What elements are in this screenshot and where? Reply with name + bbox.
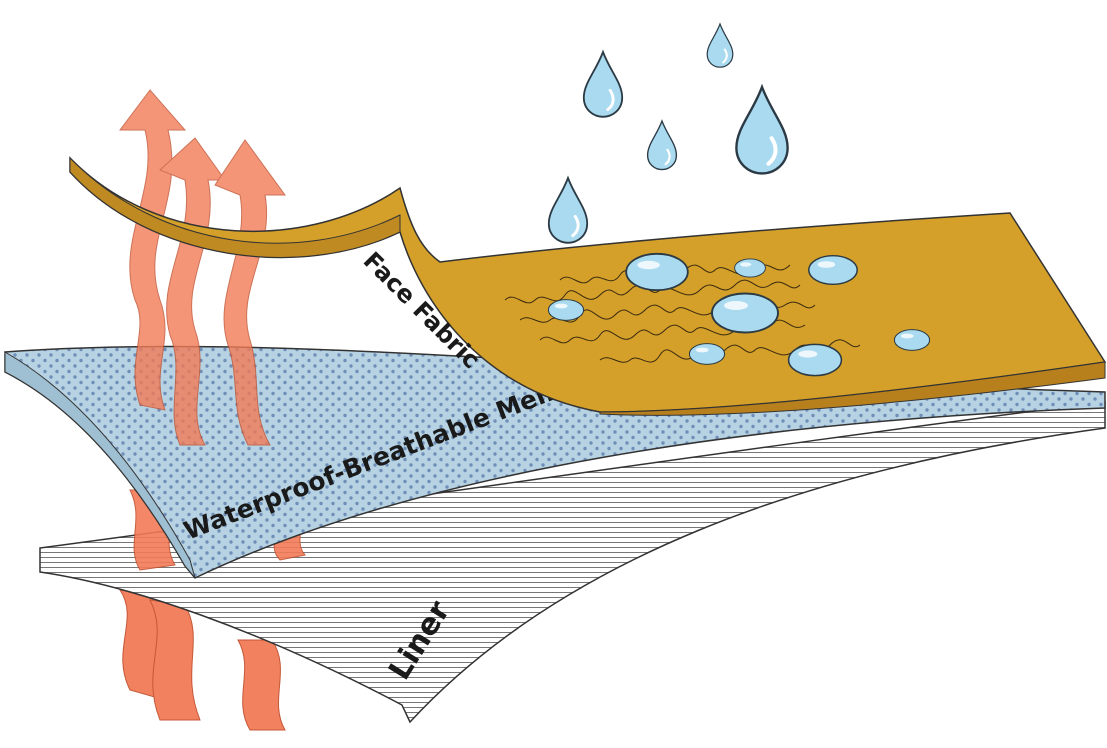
water-bead (808, 254, 858, 286)
water-bead (893, 329, 931, 351)
water-drop (547, 176, 589, 245)
vapor-arrow (159, 137, 226, 446)
vapor-arrow (214, 139, 286, 446)
water-drop (736, 87, 787, 173)
water-bead (787, 343, 843, 377)
water-bead (734, 258, 766, 278)
vapor-arrows-upper (119, 89, 286, 446)
vapor-arrows-lower (118, 589, 286, 731)
water-drop (706, 22, 734, 69)
water-bead (688, 343, 726, 365)
water-bead (711, 292, 779, 334)
liner-layer (39, 401, 1106, 724)
water-bead (625, 252, 689, 292)
vapor-arrow (149, 599, 201, 721)
vapor-arrow (237, 639, 286, 731)
water-bead (547, 299, 585, 321)
water-drops (547, 22, 788, 245)
water-drop (646, 119, 678, 171)
water-drop (582, 50, 624, 119)
